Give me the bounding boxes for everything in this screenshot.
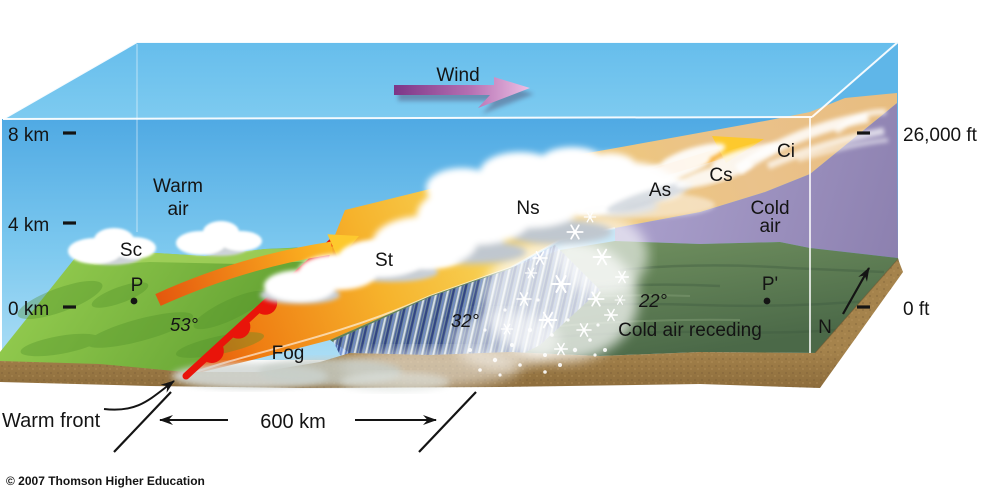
cloud-label-sc: Sc [120,240,142,261]
warm-front-label: Warm front [2,410,101,432]
north-label: N [818,317,832,338]
copyright-text: © 2007 Thomson Higher Education [6,474,205,488]
cold-air-receding-label: Cold air receding [618,320,762,341]
sky-top-face [3,42,898,119]
wind-arrow-icon [394,77,534,114]
station-p-dot [130,297,138,305]
station-label-p: P [131,275,144,296]
wind-label: Wind [436,65,479,86]
cloud-label-st: St [375,250,394,271]
cold-air-mass [615,103,898,258]
temperature-mid: 32° [451,310,479,331]
annotation-arrows [103,267,870,453]
fog-bank [172,358,450,392]
warm-front-pointer-arrow [103,380,175,411]
scale-slash-right [418,391,477,453]
axis-label-0km: 0 km [8,299,49,320]
axis-ticks [63,131,870,309]
soil-face [0,258,903,388]
scale-label: 600 km [260,411,326,433]
cloud-label-as: As [649,180,671,201]
box-edges [2,41,901,353]
cold-air-label-line2: air [759,216,781,237]
cloud-label-cs: Cs [709,165,732,186]
temperature-warm: 53° [170,314,198,335]
snow-shower [450,215,648,377]
sc-cloud [68,221,262,265]
warm-ground [0,241,333,376]
scale-slash-left [113,391,172,453]
axis-label-8km: 8 km [8,125,49,146]
axis-label-0ft: 0 ft [903,299,930,320]
cloud-label-ci: Ci [777,141,795,162]
temperature-cold: 22° [638,290,667,311]
north-arrow [842,267,870,315]
station-p-prime-dot [763,297,771,305]
ci-cloud [734,108,889,175]
fog-label: Fog [272,343,305,364]
as-cloud [565,143,726,218]
cloud-label-ns: Ns [516,198,539,219]
warm-airflow-arrow-lower [155,234,359,306]
warm-air-label-line1: Warm [153,176,203,197]
axis-label-4km: 4 km [8,215,49,236]
station-label-p-prime: P' [762,274,778,295]
cold-air-label-line1: Cold [750,198,789,219]
labels: 8 km 4 km 0 km 26,000 ft 0 ft Wind Warm … [2,65,978,488]
axis-label-26000ft: 26,000 ft [903,125,978,146]
clouds [68,108,889,304]
warm-air-label-line2: air [167,199,189,220]
